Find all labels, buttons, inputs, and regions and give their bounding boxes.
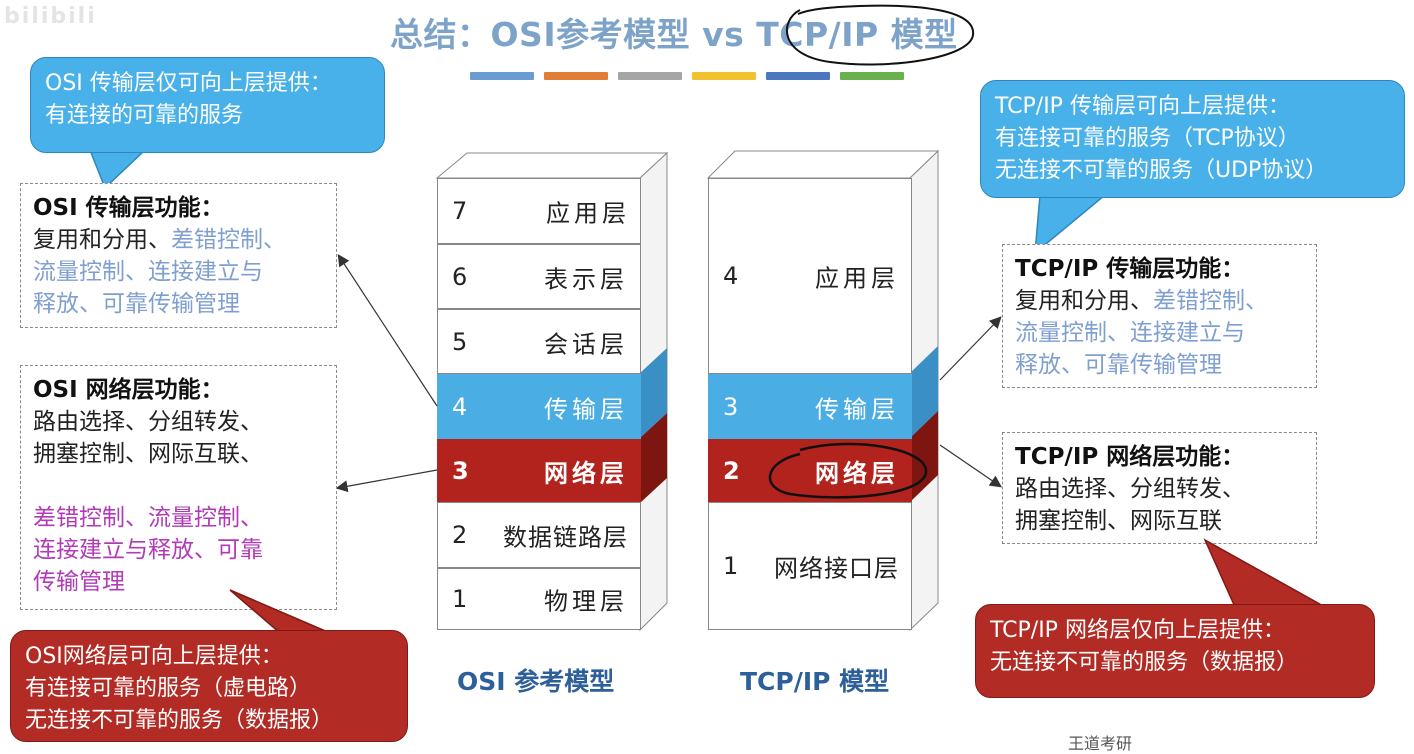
network-layer-handwritten-circle [768, 442, 928, 499]
layer-number: 1 [723, 552, 739, 580]
box-heading: TCP/IP 传输层功能： [1015, 256, 1245, 282]
title-handwritten-circle [786, 4, 975, 66]
color-bar [840, 72, 904, 80]
box-text-highlight: 流量控制、连接建立与 [33, 259, 263, 285]
callout-line: 无连接不可靠的服务（数据报） [990, 650, 1299, 675]
tcp-network-callout: TCP/IP 网络层仅向上层提供： 无连接不可靠的服务（数据报） [975, 604, 1375, 698]
box-heading: OSI 传输层功能： [33, 195, 224, 221]
layer-number: 7 [452, 197, 468, 225]
layer-number: 4 [723, 262, 739, 290]
box-text: 拥塞控制、网际互联 [1015, 508, 1222, 534]
box-text-highlight: 释放、可靠传输管理 [1015, 352, 1222, 378]
osi-network-callout-tail [229, 589, 331, 634]
tcp-transport-functions-box: TCP/IP 传输层功能： 复用和分用、差错控制、 流量控制、连接建立与 释放、… [1002, 244, 1317, 388]
layer-number: 4 [452, 392, 468, 421]
layer-name: 应用层 [815, 264, 899, 293]
callout-line: 无连接不可靠的服务（数据报） [25, 708, 334, 733]
osi-layer-physical: 1 物理层 [437, 568, 641, 630]
callout-line: 有连接可靠的服务（虚电路） [25, 676, 312, 701]
osi-network-callout: OSI网络层可向上层提供： 有连接可靠的服务（虚电路） 无连接不可靠的服务（数据… [10, 630, 408, 742]
layer-name: 应用层 [546, 199, 630, 228]
layer-name: 网络接口层 [774, 554, 899, 583]
tcpip-layer-interface: 1 网络接口层 [708, 502, 912, 630]
box-text: 路由选择、分组转发、 [1015, 476, 1245, 502]
layer-name: 传输层 [544, 395, 628, 423]
color-bar [618, 72, 682, 80]
layer-number: 1 [452, 585, 468, 613]
osi-layer-network: 3 网络层 [437, 439, 641, 502]
box-text-highlight: 差错控制、流量控制、 [33, 505, 263, 531]
layer-number: 2 [723, 456, 740, 485]
layer-number: 2 [452, 521, 468, 549]
layer-number: 3 [452, 456, 469, 485]
osi-layer-session: 5 会话层 [437, 309, 641, 374]
osi-stack-3d-frame [435, 151, 669, 632]
layer-name: 会话层 [544, 330, 628, 358]
callout-line: OSI网络层可向上层提供： [25, 644, 283, 669]
tcpip-stack-3d-frame [706, 149, 940, 632]
osi-transport-callout: OSI 传输层仅可向上层提供： 有连接的可靠的服务 [30, 57, 385, 153]
osi-network-functions-box: OSI 网络层功能： 路由选择、分组转发、 拥塞控制、网际互联、 差错控制、流量… [20, 365, 337, 610]
layer-number: 3 [723, 392, 739, 421]
osi-layer-presentation: 6 表示层 [437, 244, 641, 309]
osi-model-label: OSI 参考模型 [457, 667, 615, 696]
color-bar [544, 72, 608, 80]
layer-number: 6 [452, 262, 468, 291]
tcpip-layer-application: 4 应用层 [708, 178, 912, 374]
tcp-network-callout-tail [1203, 538, 1328, 608]
box-text-highlight: 传输管理 [33, 569, 125, 595]
bottom-watermark: 王道考研 [1068, 734, 1133, 753]
box-heading: TCP/IP 网络层功能： [1015, 444, 1245, 470]
box-text-highlight: 流量控制、连接建立与 [1015, 320, 1245, 346]
box-text-highlight: 差错控制、 [1153, 288, 1268, 314]
tcp-transport-callout: TCP/IP 传输层可向上层提供： 有连接可靠的服务（TCP协议） 无连接不可靠… [980, 80, 1405, 198]
callout-line: TCP/IP 网络层仅向上层提供： [990, 618, 1285, 643]
callout-line: 有连接的可靠的服务 [45, 103, 244, 128]
color-bar [470, 72, 534, 80]
box-text-highlight: 连接建立与释放、可靠 [33, 537, 263, 563]
layer-number: 5 [452, 327, 468, 356]
callout-line: 无连接不可靠的服务（UDP协议） [995, 158, 1328, 183]
callout-line: 有连接可靠的服务（TCP协议） [995, 126, 1300, 151]
color-bar [766, 72, 830, 80]
box-text: 复用和分用、 [1015, 288, 1153, 314]
layer-name: 网络层 [544, 459, 628, 487]
tcpip-layer-network: 2 网络层 [708, 439, 912, 502]
color-bar [692, 72, 756, 80]
osi-transport-functions-box: OSI 传输层功能： 复用和分用、差错控制、 流量控制、连接建立与 释放、可靠传… [20, 183, 337, 328]
box-heading: OSI 网络层功能： [33, 377, 224, 403]
osi-layer-datalink: 2 数据链路层 [437, 502, 641, 568]
box-text: 路由选择、分组转发、 [33, 409, 263, 435]
layer-name: 数据链路层 [503, 523, 628, 552]
tcpip-layer-transport: 3 传输层 [708, 374, 912, 439]
osi-layer-transport: 4 传输层 [437, 374, 641, 439]
page-title: 总结：OSI参考模型 vs TCP/IP 模型 [390, 15, 958, 54]
layer-name: 传输层 [815, 395, 899, 423]
layer-name: 物理层 [544, 587, 628, 616]
callout-line: OSI 传输层仅可向上层提供： [45, 71, 332, 96]
box-text: 复用和分用、 [33, 227, 171, 253]
layer-name: 表示层 [544, 265, 628, 293]
box-text-highlight: 释放、可靠传输管理 [33, 291, 240, 317]
box-text-highlight: 差错控制、 [171, 227, 286, 253]
osi-layer-application: 7 应用层 [437, 178, 641, 244]
layer-name: 网络层 [815, 459, 899, 487]
tcp-network-functions-box: TCP/IP 网络层功能： 路由选择、分组转发、 拥塞控制、网际互联 [1002, 432, 1317, 544]
box-text: 拥塞控制、网际互联、 [33, 441, 263, 467]
bilibili-watermark: bilibili [4, 4, 97, 29]
tcpip-model-label: TCP/IP 模型 [740, 667, 890, 696]
callout-line: TCP/IP 传输层可向上层提供： [995, 94, 1290, 119]
